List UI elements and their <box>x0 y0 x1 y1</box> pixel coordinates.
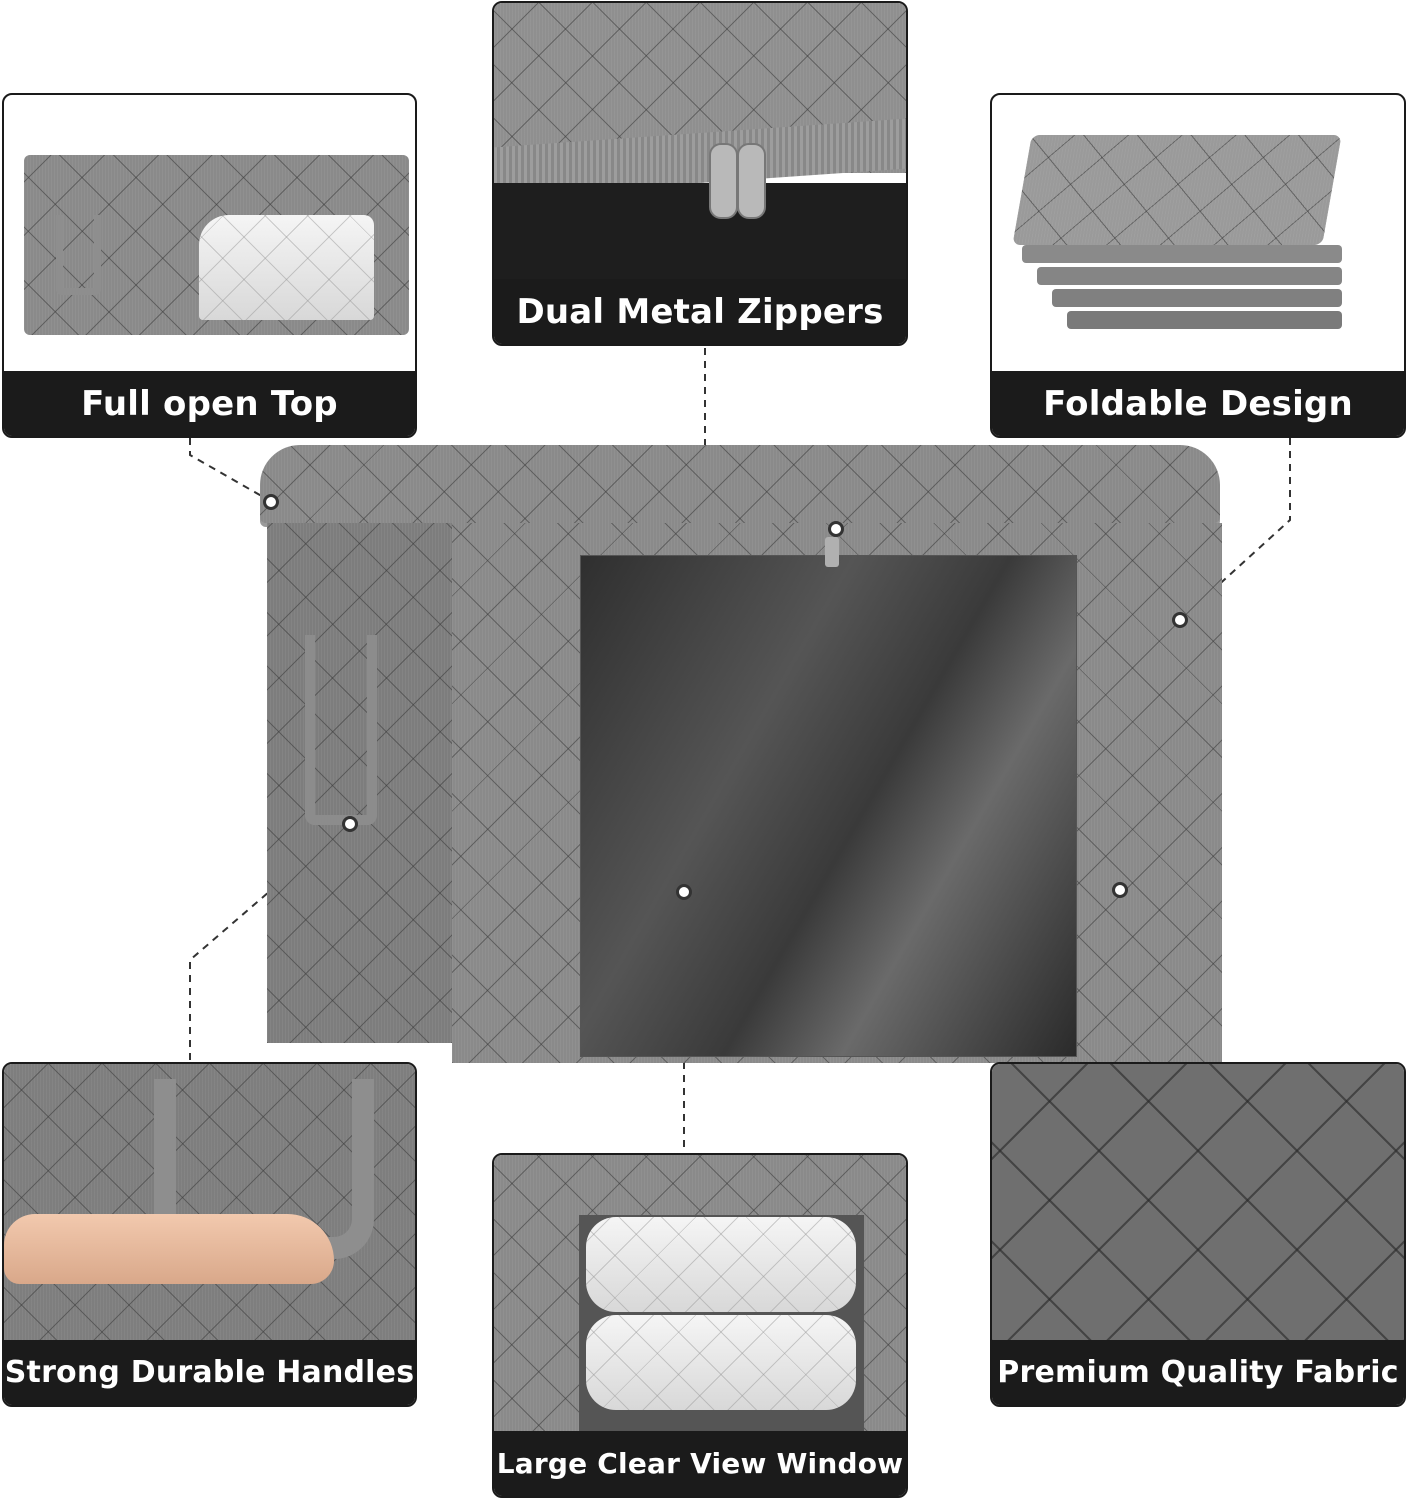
caption-text: Dual Metal Zippers <box>516 291 884 332</box>
open-box-image <box>4 95 415 373</box>
clear-window <box>580 555 1077 1057</box>
caption-large-clear-view-window: Large Clear View Window <box>494 1431 906 1496</box>
caption-text: Foldable Design <box>1043 383 1353 424</box>
fabric-texture-image <box>992 1064 1404 1342</box>
hotspot-fabric[interactable] <box>1112 882 1128 898</box>
zipper-pull-icon <box>709 143 738 219</box>
caption-text: Full open Top <box>81 383 338 424</box>
folded-bags-image <box>992 95 1404 373</box>
feature-panel-full-open-top: Full open Top <box>2 93 417 438</box>
hotspot-top-left[interactable] <box>263 494 279 510</box>
caption-strong-durable-handles: Strong Durable Handles <box>4 1340 415 1405</box>
hotspot-handle[interactable] <box>342 816 358 832</box>
feature-panel-large-clear-view-window: Large Clear View Window <box>492 1153 908 1498</box>
handle <box>305 635 377 825</box>
feature-panel-strong-durable-handles: Strong Durable Handles <box>2 1062 417 1407</box>
caption-foldable-design: Foldable Design <box>992 371 1404 436</box>
caption-full-open-top: Full open Top <box>4 371 415 436</box>
box-lid <box>260 445 1220 523</box>
zipper-pull <box>825 537 839 567</box>
feature-panel-premium-quality-fabric: Premium Quality Fabric <box>990 1062 1406 1407</box>
feature-panel-dual-metal-zippers: Dual Metal Zippers <box>492 1 908 346</box>
caption-text: Large Clear View Window <box>496 1447 904 1480</box>
hotspot-right-side[interactable] <box>1172 612 1188 628</box>
hotspot-zipper[interactable] <box>828 521 844 537</box>
box-left-side <box>267 523 452 1043</box>
zipper-closeup-image <box>494 3 906 283</box>
handle-closeup-image <box>4 1064 415 1342</box>
hand-image <box>4 1214 334 1284</box>
main-product-image <box>255 445 1225 1065</box>
zipper-pull-icon <box>737 143 766 219</box>
window-closeup-image <box>494 1155 906 1435</box>
caption-text: Strong Durable Handles <box>4 1355 415 1390</box>
feature-panel-foldable-design: Foldable Design <box>990 93 1406 438</box>
hotspot-window[interactable] <box>676 884 692 900</box>
caption-dual-metal-zippers: Dual Metal Zippers <box>494 279 906 344</box>
caption-premium-quality-fabric: Premium Quality Fabric <box>992 1340 1404 1405</box>
caption-text: Premium Quality Fabric <box>997 1355 1399 1390</box>
